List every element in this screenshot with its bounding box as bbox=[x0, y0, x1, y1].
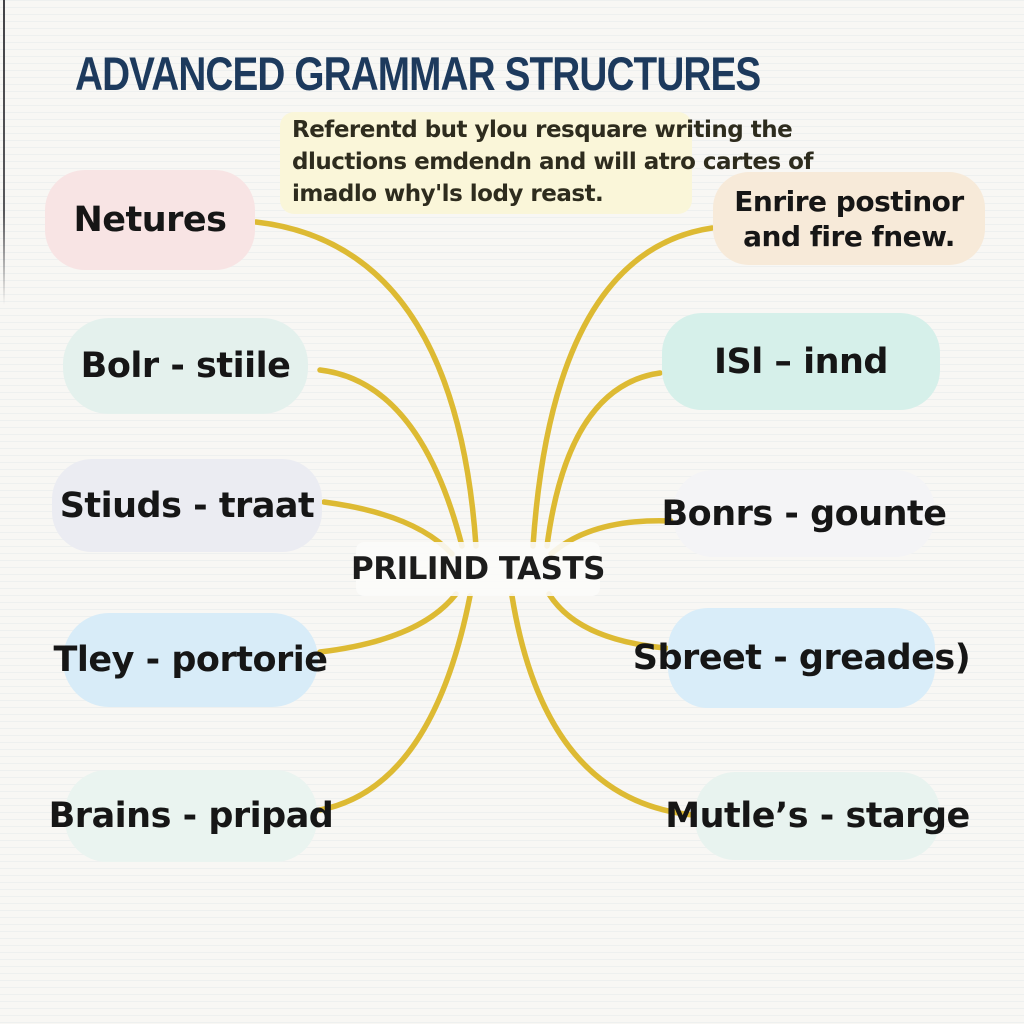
node-sbreet: Sbreet - greades) bbox=[633, 608, 971, 708]
node-label: Stiuds - traat bbox=[59, 485, 315, 526]
node-label: Mutle’s - starge bbox=[665, 796, 970, 836]
node-tley: Tley - portorie bbox=[54, 613, 328, 707]
central-node-label: PRILIND TASTS bbox=[351, 551, 605, 587]
node-brains: Brains - pripad bbox=[49, 770, 334, 862]
node-mutles: Mutle’s - starge bbox=[665, 772, 970, 860]
connector-isl bbox=[544, 370, 663, 549]
connector-brains bbox=[317, 593, 473, 813]
node-bonrs: Bonrs - gounte bbox=[661, 470, 947, 557]
node-label: Bolr - stiile bbox=[80, 346, 291, 386]
note-box: Referentd but ylou resquare writing the … bbox=[280, 112, 814, 214]
node-label-line: Enrire postinor bbox=[734, 184, 964, 218]
node-stiuds: Stiuds - traat bbox=[52, 459, 322, 552]
node-isl: ISl – innd bbox=[662, 313, 940, 410]
node-label: Tley - portorie bbox=[53, 640, 328, 680]
page-title: ADVANCED GRAMMAR STRUCTURES bbox=[75, 48, 761, 101]
node-label-line: and fire fnew. bbox=[743, 219, 955, 253]
node-label: Netures bbox=[73, 200, 227, 240]
scan-artifact-line bbox=[3, 0, 5, 305]
connector-bolr bbox=[317, 367, 465, 549]
note-line: dluctions emdendn and will atro cartes o… bbox=[292, 149, 814, 176]
connector-tley bbox=[317, 591, 459, 655]
connector-mutles bbox=[509, 593, 696, 818]
node-enrire: Enrire postinor and fire fnew. bbox=[713, 172, 985, 265]
node-label: Sbreet - greades) bbox=[632, 638, 971, 678]
node-netures: Netures bbox=[45, 170, 255, 270]
central-node: PRILIND TASTS bbox=[351, 542, 605, 596]
node-label: Brains - pripad bbox=[48, 796, 334, 836]
connector-netures bbox=[253, 219, 479, 549]
node-bolr: Bolr - stiile bbox=[63, 318, 308, 414]
note-line: Referentd but ylou resquare writing the bbox=[292, 117, 793, 144]
node-label: Bonrs - gounte bbox=[661, 493, 947, 534]
note-line: imadlo why'ls lody reast. bbox=[292, 180, 604, 207]
node-label: ISl – innd bbox=[714, 341, 888, 382]
connector-enrire bbox=[530, 225, 715, 549]
connector-sbreet bbox=[546, 591, 669, 651]
